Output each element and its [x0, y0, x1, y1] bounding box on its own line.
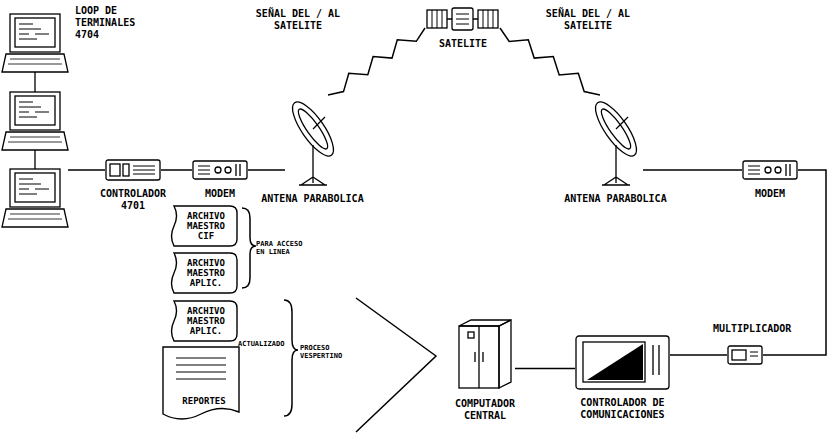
modem: MODEM	[192, 158, 248, 182]
device-label: CONTROLADOR DE COMUNICACIONES	[560, 397, 685, 421]
signal-label: SEÑAL DEL / AL SATELITE	[248, 8, 348, 32]
ccomm-icon	[575, 335, 670, 390]
link-line	[68, 169, 105, 171]
device-label: MULTIPLICADOR	[713, 323, 813, 335]
satellite-icon	[425, 4, 500, 34]
modem-icon	[742, 158, 798, 182]
device-label: ANTENA PARABOLICA	[260, 193, 365, 205]
link-line	[670, 354, 727, 356]
communications-controller: CONTROLADOR DE COMUNICACIONES	[575, 335, 670, 390]
loop-icon	[2, 12, 68, 238]
file-label: ARCHIVO MAESTRO APLIC.	[168, 302, 238, 340]
modem: MODEM	[742, 158, 798, 182]
brace	[284, 300, 298, 416]
link-line	[500, 28, 600, 95]
brace	[242, 208, 256, 288]
master-file: ARCHIVO MAESTRO APLIC.	[168, 252, 238, 294]
file-label: ARCHIVO MAESTRO CIF	[168, 207, 238, 245]
controller-4701: CONTROLADOR 4701	[105, 158, 161, 182]
master-file: ARCHIVO MAESTRO APLIC.	[168, 300, 238, 342]
computer-icon	[455, 318, 515, 390]
mult-icon	[727, 345, 763, 365]
device-label: MODEM	[180, 188, 260, 200]
ctrl-icon	[105, 158, 161, 182]
device-label: CONTROLADOR 4701	[88, 188, 178, 212]
file-label: ARCHIVO MAESTRO APLIC.	[168, 254, 238, 292]
note-text: PARA ACCESO EN LINEA	[256, 240, 306, 256]
device-label: LOOP DE TERMINALES 4704	[75, 5, 155, 41]
note-text: PROCESO VESPERTINO	[300, 344, 352, 360]
mainframe: COMPUTADOR CENTRAL	[455, 318, 515, 390]
multiplexer: MULTIPLICADOR	[727, 345, 763, 365]
report-document: REPORTES	[162, 346, 240, 420]
parabolic-antenna: ANTENA PARABOLICA	[588, 95, 643, 187]
device-label: ANTENA PARABOLICA	[563, 193, 668, 205]
doc-outline	[162, 346, 240, 420]
antenna-icon	[588, 95, 643, 187]
device-label: COMPUTADOR CENTRAL	[440, 398, 530, 422]
signal-label: SEÑAL DEL / AL SATELITE	[538, 8, 638, 32]
note-text: ACTUALIZADO	[238, 340, 288, 348]
file-label: REPORTES	[162, 392, 240, 410]
master-file: ARCHIVO MAESTRO CIF	[168, 205, 238, 247]
chevron	[356, 298, 436, 432]
link-line	[328, 28, 425, 95]
satellite: SATELITE	[425, 4, 500, 34]
parabolic-antenna: ANTENA PARABOLICA	[285, 95, 340, 187]
terminal-loop: LOOP DE TERMINALES 4704	[2, 12, 68, 238]
link-line	[161, 169, 192, 171]
link-line	[515, 368, 575, 370]
link-line	[248, 169, 285, 171]
modem-icon	[192, 158, 248, 182]
link-line	[643, 169, 742, 171]
device-label: MODEM	[730, 188, 810, 200]
device-label: SATELITE	[423, 38, 503, 50]
antenna-icon	[285, 95, 340, 187]
